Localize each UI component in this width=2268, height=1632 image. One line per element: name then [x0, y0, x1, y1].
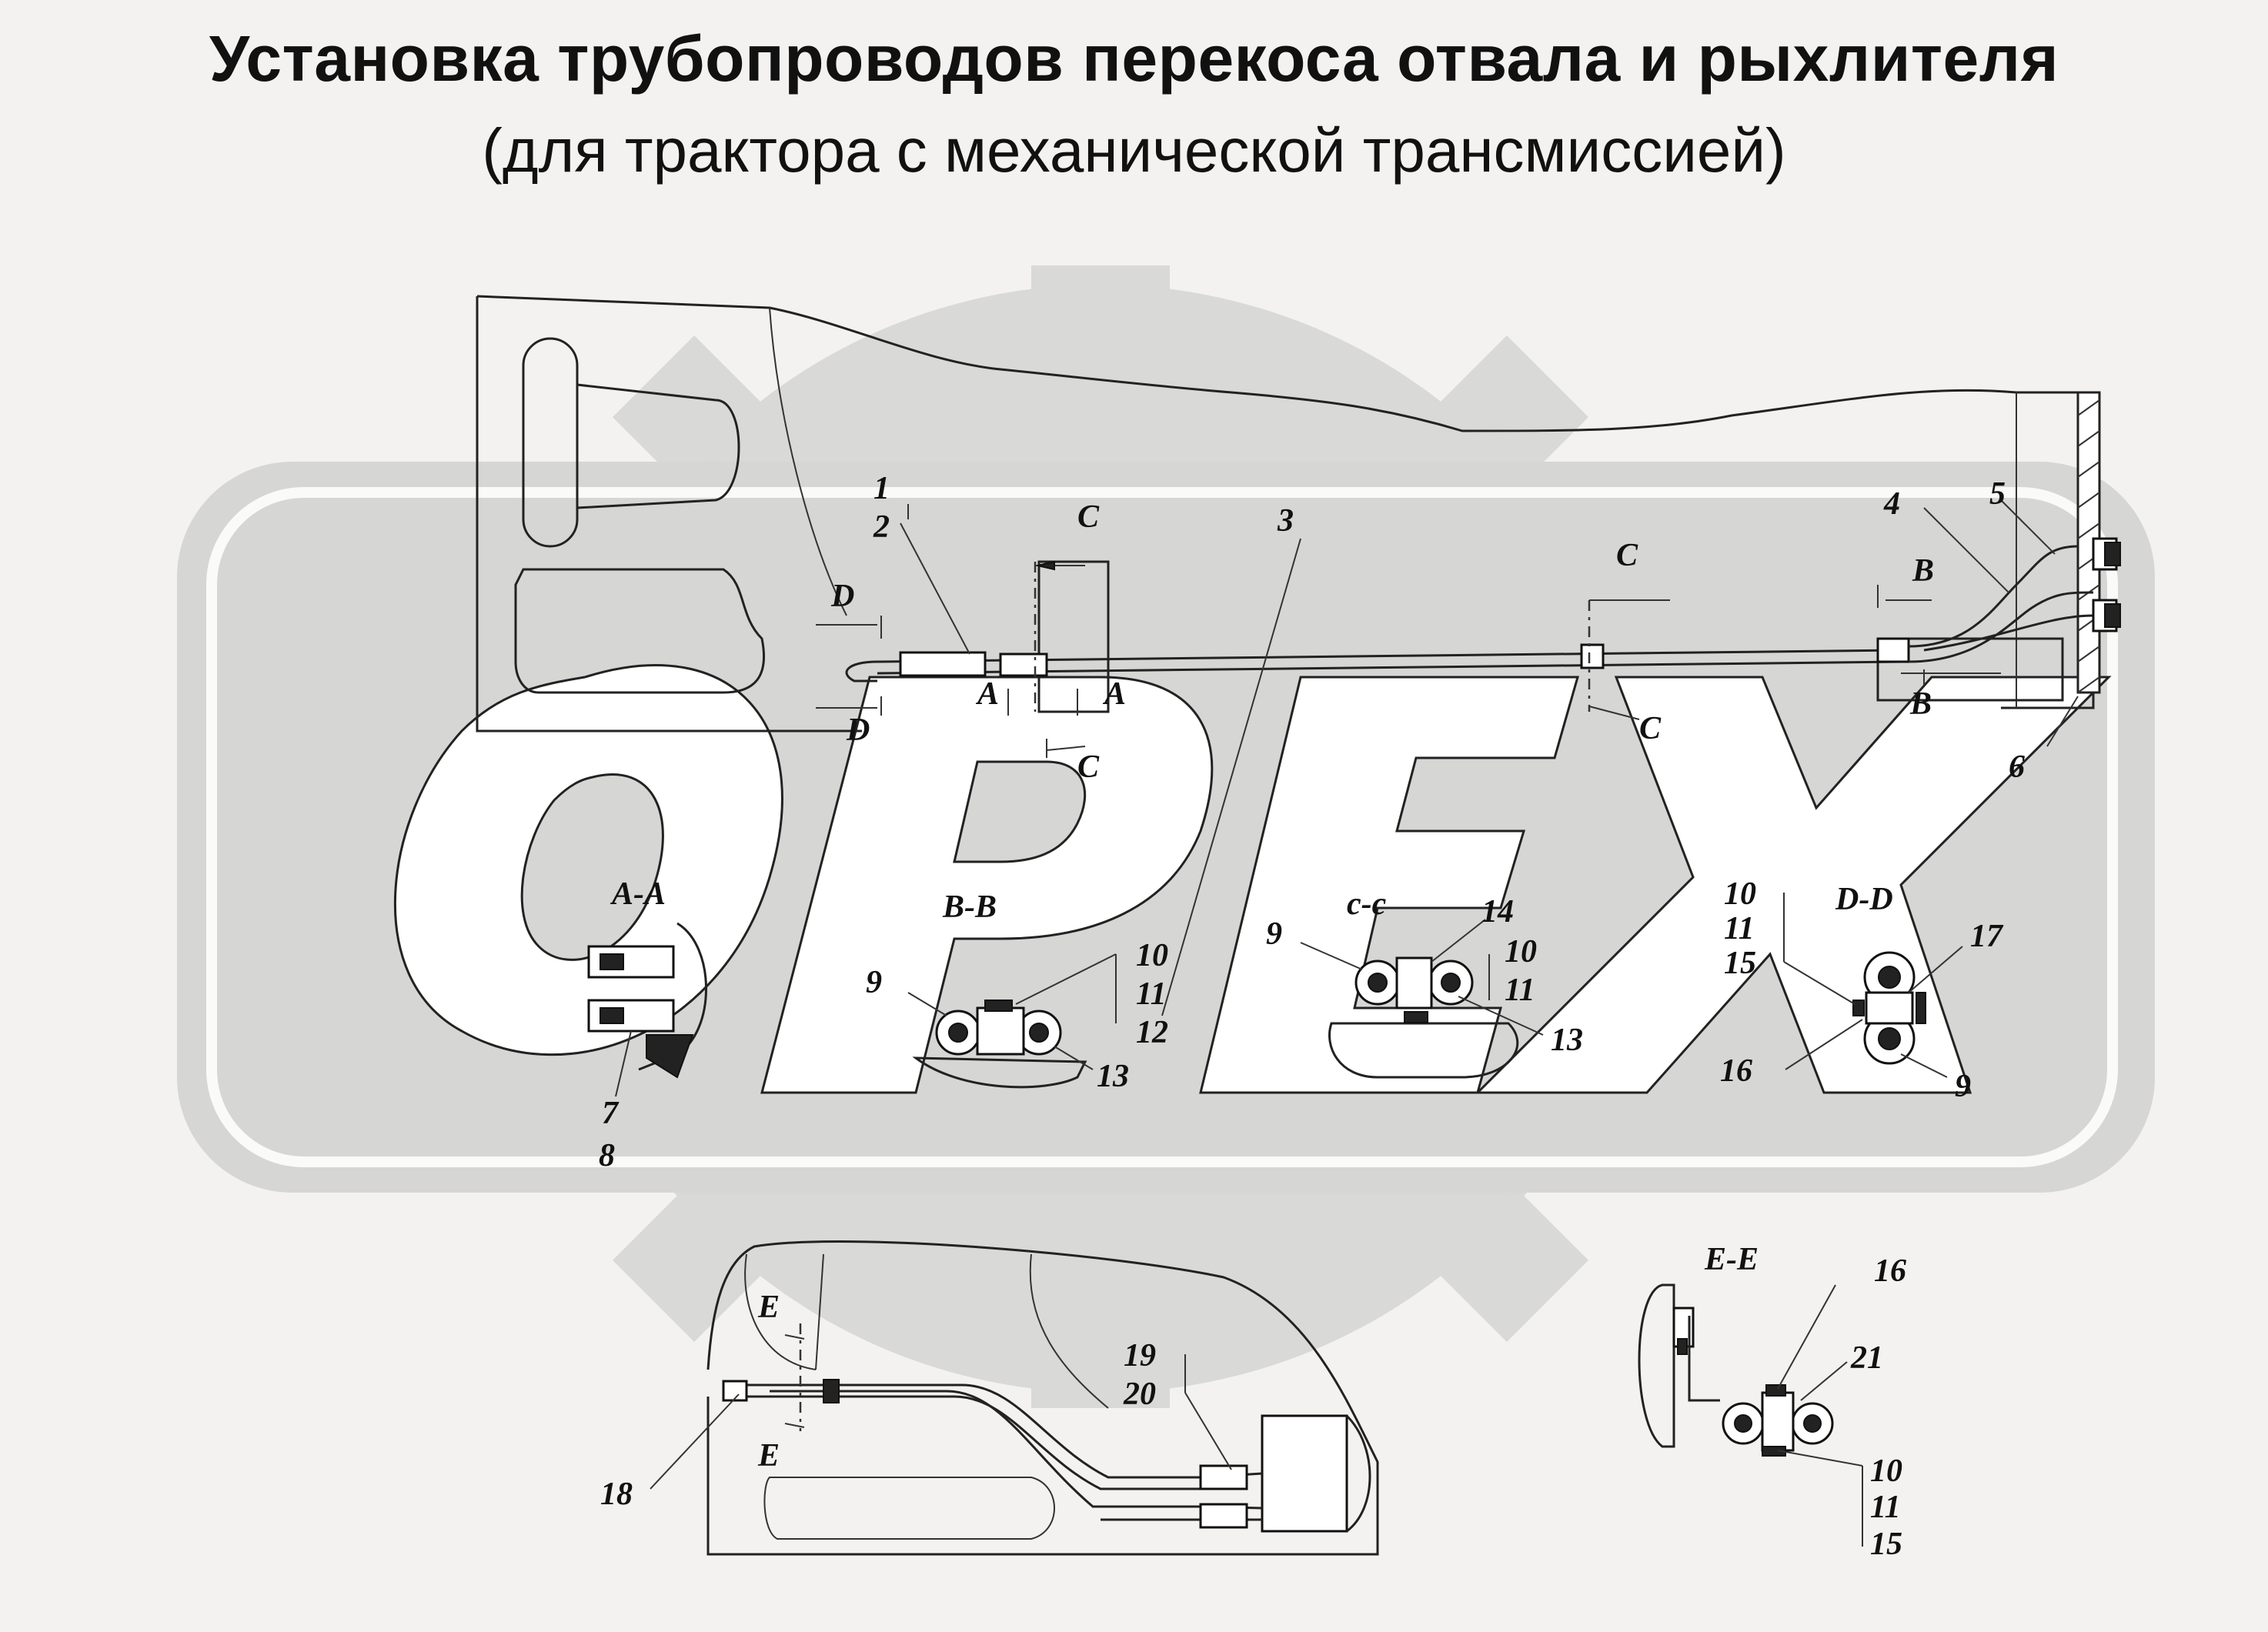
section-mark-d-top: D — [830, 579, 854, 614]
pipeline — [845, 537, 2121, 683]
section-mark-e-bottom: E — [757, 1438, 780, 1473]
callout-dd-10: 10 — [1724, 876, 1756, 912]
callout-4: 4 — [1883, 486, 1900, 522]
watermark-letters — [393, 664, 2112, 1094]
section-title-cc: c-c — [1347, 886, 1387, 922]
section-mark-a-left: A — [975, 676, 999, 712]
callout-7: 7 — [602, 1096, 620, 1131]
main-view: 1 2 3 4 5 6 C C C C D D A A B B — [476, 295, 2121, 1016]
section-mark-e-top: E — [757, 1290, 780, 1325]
callout-3: 3 — [1277, 503, 1294, 539]
section-d-d: D-D 10 11 15 17 16 9 — [1720, 876, 2004, 1104]
callout-bb-12: 12 — [1136, 1015, 1168, 1050]
callout-dd-11: 11 — [1724, 911, 1755, 946]
callout-cc-11: 11 — [1505, 973, 1535, 1008]
callout-ee-10: 10 — [1870, 1453, 1902, 1489]
callout-bb-13: 13 — [1097, 1059, 1129, 1094]
bracket-left — [1037, 560, 1110, 713]
tank-outline — [522, 337, 579, 548]
callout-6: 6 — [2009, 749, 2025, 785]
callout-8: 8 — [599, 1138, 615, 1173]
callout-bb-9: 9 — [866, 965, 882, 1000]
section-mark-c-top-right: C — [1616, 538, 1638, 573]
callout-ee-11: 11 — [1870, 1490, 1901, 1525]
callout-18: 18 — [600, 1477, 633, 1512]
section-mark-a-right: A — [1102, 676, 1126, 712]
callout-cc-9: 9 — [1266, 916, 1282, 952]
callout-dd-15: 15 — [1724, 946, 1756, 981]
section-title-aa: A-A — [610, 876, 666, 912]
leaders — [900, 499, 2079, 1016]
section-title-bb: B-B — [942, 889, 997, 925]
bottom-view: E E 19 20 18 — [600, 1240, 1379, 1556]
section-mark-c-bottom-left: C — [1077, 749, 1100, 785]
callout-dd-16: 16 — [1720, 1053, 1752, 1089]
section-title-ee: E-E — [1704, 1242, 1759, 1277]
callout-dd-9: 9 — [1955, 1069, 1971, 1104]
section-mark-b-top: B — [1912, 553, 1934, 589]
callout-ee-16: 16 — [1874, 1253, 1906, 1289]
callout-cc-14: 14 — [1481, 894, 1514, 929]
bracket-right — [1876, 637, 2064, 702]
callout-19: 19 — [1124, 1338, 1156, 1373]
section-c-c: c-c 9 14 10 11 13 — [1266, 886, 1583, 1079]
section-mark-c-top-left: C — [1077, 499, 1100, 535]
callout-cc-10: 10 — [1505, 934, 1537, 970]
callout-bb-10: 10 — [1136, 938, 1168, 973]
callout-5: 5 — [1989, 476, 2006, 512]
callout-cc-13: 13 — [1551, 1023, 1583, 1058]
callout-bb-11: 11 — [1136, 976, 1167, 1012]
section-mark-d-bottom: D — [846, 713, 870, 748]
cab-outline — [514, 568, 766, 694]
callout-1: 1 — [873, 471, 890, 506]
section-cuts — [816, 560, 2001, 758]
callout-dd-17: 17 — [1970, 919, 2004, 954]
callout-ee-21: 21 — [1850, 1340, 1883, 1376]
section-b-b: B-B 9 10 11 12 13 — [866, 889, 1168, 1094]
section-title-dd: D-D — [1835, 882, 1893, 917]
page-subtitle: (для трактора с механической трансмиссие… — [482, 116, 1786, 185]
watermark — [177, 265, 2155, 1408]
section-a-a: A-A 7 8 — [587, 876, 707, 1173]
frame-outline — [476, 295, 2095, 733]
section-mark-b-bottom: B — [1909, 686, 1932, 722]
callout-ee-15: 15 — [1870, 1527, 1902, 1562]
callout-2: 2 — [873, 509, 890, 545]
callout-20: 20 — [1123, 1377, 1156, 1412]
section-mark-c-bottom-right: C — [1639, 711, 1662, 746]
page-title: Установка трубопроводов перекоса отвала … — [209, 22, 2059, 95]
section-e-e: E-E 16 21 10 11 15 — [1638, 1242, 1906, 1562]
